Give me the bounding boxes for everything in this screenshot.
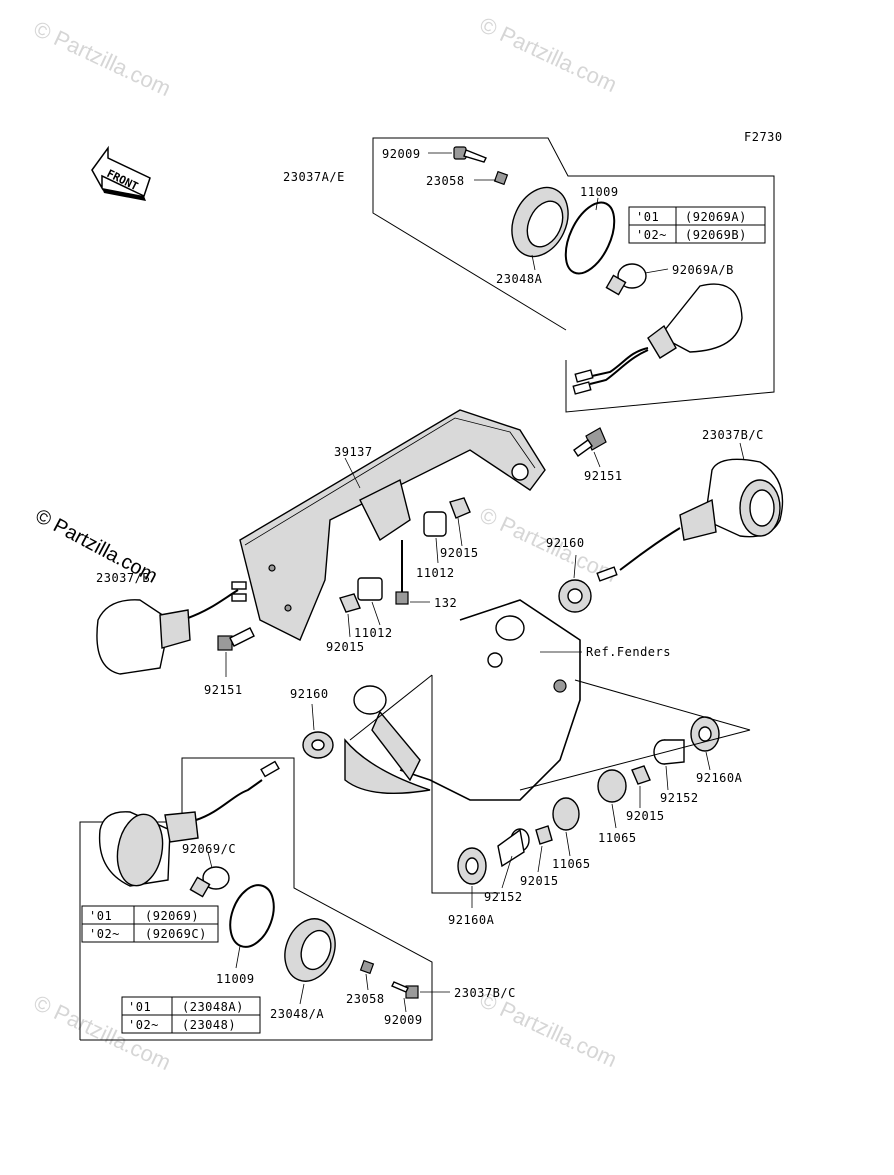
bracket-39137 [239,409,546,641]
cap-11065-b [552,797,580,831]
part-label: 92069/C [182,842,236,856]
part-label: 92152 [660,791,699,805]
part-label: 11012 [354,626,393,640]
nut-23058-top [493,170,509,186]
table-part: (92069A) [685,210,747,224]
part-label: 92015 [626,809,665,823]
part-label: 92015 [520,874,559,888]
nut-23058-bottom [359,959,375,975]
small-parts-right [457,716,720,885]
screw-92009-bottom [391,981,419,999]
part-label: 92015 [440,546,479,560]
part-label: 92160A [448,913,495,927]
table-part: (23048A) [182,1000,244,1014]
table-year: '01 [636,210,659,224]
ref-fenders-label: Ref.Fenders [586,645,671,659]
watermark: © Partzilla.com [30,16,175,101]
part-label: 23058 [346,992,385,1006]
part-label: 92009 [384,1013,423,1027]
part-label: 23037A/E [283,170,345,184]
table-part: (92069) [145,909,199,923]
leader [349,674,433,741]
year-table-bulb: '01 (92069) '02~ (92069C) [81,905,219,943]
table-year: '02~ [636,228,667,242]
part-label: 92160 [546,536,585,550]
nut-92015-mid [449,497,471,519]
part-label: 39137 [334,445,373,459]
part-label: 23037/B [96,571,150,585]
spacer-11012-mid [423,511,447,537]
part-label: 92069A/B [672,263,734,277]
table-year: '01 [128,1000,151,1014]
part-label: 92160 [290,687,329,701]
year-table-top-right: '01 (92069A) '02~ (92069B) [628,206,766,244]
nut-92015-right [631,765,651,785]
leader-lines [207,152,745,1013]
part-label: 11065 [552,857,591,871]
turn-signal-top-right [572,283,743,395]
part-label: 23037B/C [454,986,516,1000]
part-label: 92009 [382,147,421,161]
ring-11009-bottom [229,884,275,948]
table-part: (23048) [182,1018,236,1032]
part-label: 23048/A [270,1007,324,1021]
part-label: 92151 [584,469,623,483]
spacer-11012-low [357,577,383,601]
leader [574,679,751,731]
turn-signal-right [596,458,784,582]
table-part: (92069B) [685,228,747,242]
grommet-92160-right [558,579,592,613]
turn-signal-left [96,581,247,675]
leader [519,729,751,791]
part-label: 92160A [696,771,743,785]
part-label: 11065 [598,831,637,845]
part-label: 23058 [426,174,465,188]
part-label: 92151 [204,683,243,697]
nut-92015-low [339,593,361,613]
table-year: '02~ [128,1018,159,1032]
part-label: 132 [434,596,457,610]
part-label: 11012 [416,566,455,580]
turn-signal-housing-bottom [98,760,280,887]
cap-11065-a [597,769,627,803]
fender-frame [344,599,581,801]
bulb-92069AB [605,263,647,296]
part-label: 23048A [496,272,543,286]
table-year: '01 [89,909,112,923]
leader [372,176,567,331]
bolt-92151-right [573,427,607,457]
bolt-132 [395,540,409,605]
ring-11009-top [564,201,616,275]
front-arrow-icon: FRONT [91,145,151,201]
leader [431,675,500,894]
screw-92009-top [453,146,487,163]
grommet-92160-left [302,731,334,759]
lens-23048A-top [511,186,569,258]
table-part: (92069C) [145,927,207,941]
part-label: 11009 [580,185,619,199]
table-year: '02~ [89,927,120,941]
watermark: © Partzilla.com [476,12,621,97]
part-label: 92015 [326,640,365,654]
year-table-lens: '01 (23048A) '02~ (23048) [121,996,261,1034]
bolt-92151-left [217,627,255,651]
fork-clamp-left [353,685,421,782]
diagram-code: F2730 [744,130,783,144]
part-labels: 92009 23037A/E 23058 11009 23048A 92069A… [96,147,764,1027]
lens-23048-bottom [284,918,336,982]
part-label: 11009 [216,972,255,986]
part-label: 23037B/C [702,428,764,442]
assembly-frame-23037AE [372,137,775,413]
part-label: 92152 [484,890,523,904]
bulb-92069C [189,866,230,898]
nut-92015-lower [535,825,553,845]
